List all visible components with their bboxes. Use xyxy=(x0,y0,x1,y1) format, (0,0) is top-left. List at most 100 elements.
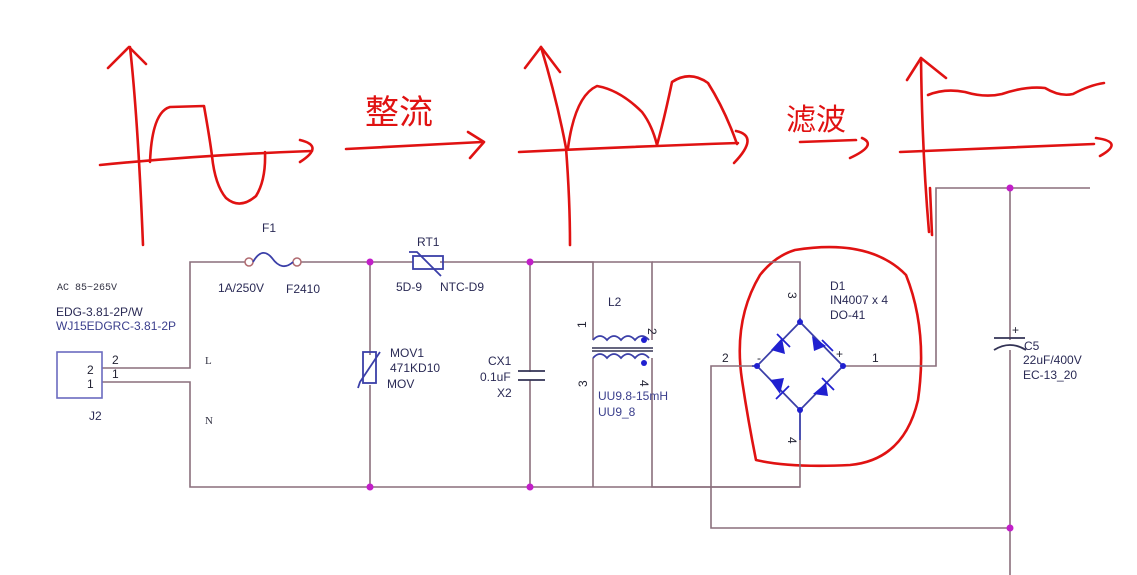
fuse-terminal xyxy=(292,257,302,267)
dc-wave xyxy=(926,81,1106,97)
capacitor-designator: CX1 xyxy=(488,354,512,368)
dc-y-axis xyxy=(919,56,931,234)
choke-value: UU9.8-15mH xyxy=(598,389,668,403)
choke-part: UU9_8 xyxy=(598,405,636,419)
fuse-terminal xyxy=(244,257,254,267)
line-n-label: N xyxy=(205,415,213,427)
capacitor-c5-value: 22uF/400V xyxy=(1023,353,1082,367)
bridge-node xyxy=(840,363,846,369)
bridge-highlight-circle xyxy=(738,245,923,468)
diode-icon xyxy=(770,378,790,400)
varistor-slash xyxy=(357,351,381,389)
varistor-body xyxy=(362,351,377,384)
bridge-designator: D1 xyxy=(830,279,846,293)
pin-outer-2: 2 xyxy=(112,353,119,367)
connector-j2[interactable]: AC 85~265V EDG-3.81-2P/W WJ15EDGRC-3.81-… xyxy=(56,283,213,427)
varistor-designator: MOV1 xyxy=(390,346,424,360)
bridge-diamond xyxy=(755,318,845,412)
capacitor-c5[interactable]: + C5 22uF/400V EC-13_20 xyxy=(993,323,1082,382)
line-l-label: L xyxy=(205,355,212,367)
junctions xyxy=(366,184,1014,532)
pin-inner-1: 1 xyxy=(87,377,94,391)
choke-dot xyxy=(641,337,647,343)
pin-outer-1: 1 xyxy=(112,367,119,381)
capacitor-polarity: + xyxy=(1012,323,1019,337)
bridge-pin-3: 3 xyxy=(785,292,799,299)
bridge-package: DO-41 xyxy=(830,308,866,322)
thermistor-value: 5D-9 xyxy=(396,280,422,294)
junction-dot xyxy=(1006,524,1014,532)
junction-dot xyxy=(366,258,374,266)
thermistor-rt1[interactable]: RT1 5D-9 NTC-D9 xyxy=(396,235,484,294)
thermistor-part: NTC-D9 xyxy=(440,280,484,294)
fuse-rating: 1A/250V xyxy=(218,281,264,295)
diode-icon xyxy=(771,333,791,354)
thermistor-body xyxy=(412,255,444,270)
bridge-pin-4: 4 xyxy=(785,437,799,444)
ac-wave xyxy=(148,104,267,205)
thermistor-designator: RT1 xyxy=(417,235,440,249)
connector-body xyxy=(56,351,103,399)
bridge-node xyxy=(797,319,803,325)
rectify-arrow-head xyxy=(466,130,486,160)
dc-x-arrow xyxy=(1094,136,1113,158)
rect-y-arrow xyxy=(523,45,562,74)
wires xyxy=(102,187,1090,575)
junction-dot xyxy=(366,483,374,491)
filtered-dc-waveform xyxy=(898,56,1113,234)
fuse-f1[interactable]: F1 1A/250V F2410 xyxy=(218,221,320,296)
dc-x-axis xyxy=(898,142,1096,154)
fuse-part: F2410 xyxy=(286,282,320,296)
junction-dot xyxy=(526,258,534,266)
input-spec-label: AC 85~265V xyxy=(57,283,117,294)
filter-arrow-line xyxy=(798,138,858,144)
varistor-part: MOV xyxy=(387,377,414,391)
connector-part1: EDG-3.81-2P/W xyxy=(56,305,143,319)
ac-x-axis xyxy=(98,149,314,167)
bridge-minus: - xyxy=(757,351,761,365)
fuse-element xyxy=(252,252,294,268)
choke-pin-4: 4 xyxy=(637,380,651,387)
connector-designator: J2 xyxy=(89,409,102,423)
fuse-designator: F1 xyxy=(262,221,276,235)
ac-y-arrow xyxy=(106,45,148,70)
rectify-annotation: 整流 xyxy=(344,93,486,160)
choke-pin-2: 2 xyxy=(645,328,659,335)
rectify-arrow-line xyxy=(344,140,484,151)
bridge-pin-2: 2 xyxy=(722,351,729,365)
connector-part2: WJ15EDGRC-3.81-2P xyxy=(56,319,176,333)
varistor-mov1[interactable]: MOV1 471KD10 MOV xyxy=(357,346,440,391)
varistor-value: 471KD10 xyxy=(390,361,440,375)
bridge-node xyxy=(797,407,803,413)
diode-icon xyxy=(813,377,835,396)
thermistor-slash xyxy=(409,251,442,277)
ac-y-axis xyxy=(128,45,145,247)
capacitor-c5-designator: C5 xyxy=(1024,339,1040,353)
filter-annotation: 滤波 xyxy=(786,103,870,160)
rect-y-axis xyxy=(539,45,572,247)
capacitor-c5-part: EC-13_20 xyxy=(1023,368,1077,382)
bridge-plus: + xyxy=(836,347,843,361)
choke-pin-1: 1 xyxy=(575,321,589,328)
choke-dot xyxy=(641,360,647,366)
rect-wave xyxy=(566,74,739,150)
capacitor-value: 0.1uF xyxy=(480,370,511,384)
capacitor-curved-plate xyxy=(993,344,1027,351)
bridge-value: IN4007 x 4 xyxy=(830,293,888,307)
choke-coil-bottom xyxy=(592,353,650,360)
bridge-to-output-stroke xyxy=(928,186,934,237)
choke-designator: L2 xyxy=(608,295,622,309)
diode-icon xyxy=(812,336,834,352)
filter-label: 滤波 xyxy=(786,103,846,138)
rect-x-arrow xyxy=(732,129,749,165)
rectified-waveform xyxy=(517,45,749,247)
bridge-node xyxy=(754,363,760,369)
capacitor-cx1[interactable]: CX1 0.1uF X2 xyxy=(480,354,545,400)
bridge-pin-1: 1 xyxy=(872,351,879,365)
choke-coil-top xyxy=(592,335,650,342)
choke-pin-3: 3 xyxy=(576,380,590,387)
rect-x-axis xyxy=(517,141,740,154)
bridge-rectifier-d1[interactable]: D1 IN4007 x 4 DO-41 1 2 3 4 - + xyxy=(722,279,888,444)
choke-l2[interactable]: L2 1 2 3 4 UU9.8-15mH UU9_8 xyxy=(575,295,668,419)
